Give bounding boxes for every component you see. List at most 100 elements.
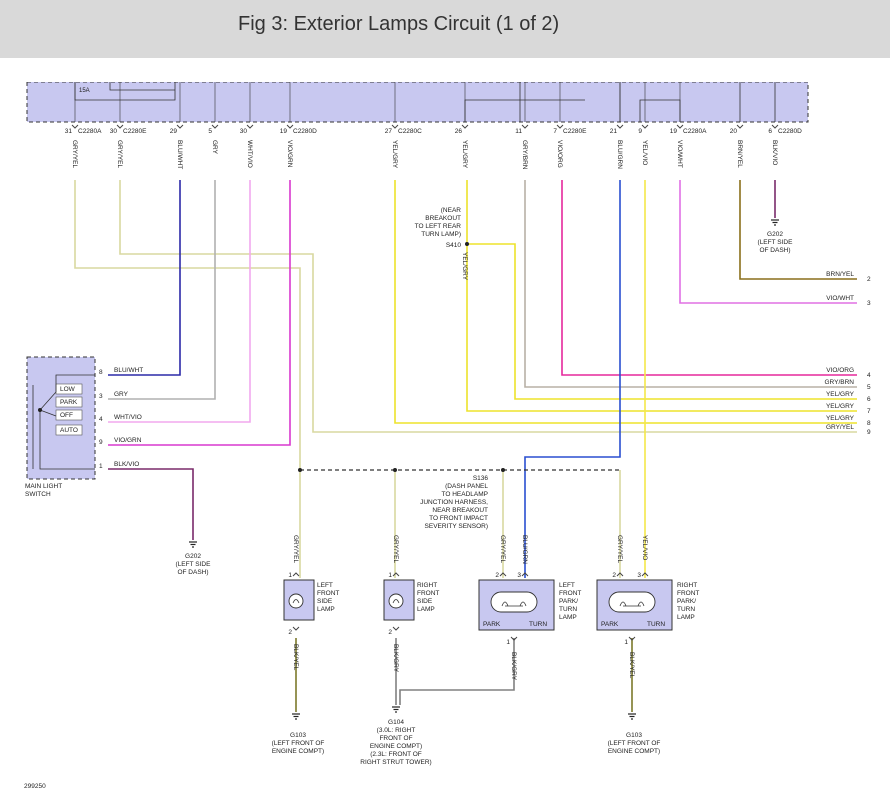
wire-color-label: YEL/GRY bbox=[461, 252, 468, 281]
ground-label: OF DASH) bbox=[759, 247, 790, 254]
pin-number: 2 bbox=[495, 572, 499, 579]
right-front-side-lamp-bulb-icon bbox=[388, 593, 404, 609]
wire-vio-grn bbox=[108, 180, 291, 446]
wire-color-label: WHT/VIO bbox=[246, 140, 253, 168]
reference-number: 5 bbox=[867, 384, 871, 391]
right-front-park-turn-lamp-filament-icon bbox=[619, 601, 645, 607]
wire-color-label: BLU/WHT bbox=[114, 367, 143, 374]
pin-number: 6 bbox=[768, 128, 772, 135]
ground-label: G103 bbox=[290, 732, 306, 739]
wire-color-label: GRY/YEL bbox=[826, 424, 854, 431]
left-front-side-lamp-filament-icon bbox=[292, 599, 300, 604]
wire-color-label: VIO/WHT bbox=[676, 140, 683, 168]
switch-position-box bbox=[55, 396, 83, 408]
wire-color-label: YEL/VIO bbox=[641, 535, 648, 560]
connector-chevron-icon bbox=[286, 124, 294, 129]
header-gap bbox=[0, 58, 890, 82]
reference-number: 7 bbox=[867, 408, 871, 415]
pin-number: 19 bbox=[670, 128, 678, 135]
pin-number: 19 bbox=[280, 128, 288, 135]
wire-blk-gry bbox=[399, 638, 515, 705]
splice-note: TO HEADLAMP bbox=[442, 491, 488, 498]
wire-color-label: GRY/BRN bbox=[825, 379, 855, 386]
connector-chevron-icon bbox=[391, 124, 399, 129]
pin-number: 7 bbox=[553, 128, 557, 135]
figure-number: 299250 bbox=[24, 783, 46, 790]
wire-color-label: VIO/GRN bbox=[286, 140, 293, 168]
fuse-rating: 15A bbox=[79, 88, 90, 94]
pin-number: 30 bbox=[240, 128, 248, 135]
connector-chevron-icon bbox=[641, 124, 649, 129]
ground-label: ENGINE COMPT) bbox=[272, 748, 324, 755]
right-front-side-lamp-label: RIGHT bbox=[417, 582, 437, 589]
wire-color-label: GRY/YEL bbox=[616, 535, 623, 563]
reference-number: 9 bbox=[867, 429, 871, 436]
wire-color-label: YEL/GRY bbox=[461, 140, 468, 169]
connector-chevron-icon bbox=[641, 572, 649, 577]
switch-position-label: OFF bbox=[60, 412, 73, 419]
connector-id: C2280E bbox=[563, 128, 587, 135]
reference-number: 6 bbox=[867, 396, 871, 403]
ground-label: FRONT OF bbox=[379, 735, 412, 742]
pin-number: 9 bbox=[638, 128, 642, 135]
pin-number: 2 bbox=[388, 629, 392, 636]
wire-blk-vio bbox=[108, 468, 194, 540]
left-front-park-turn-lamp-label: LEFT bbox=[559, 582, 575, 589]
switch-position-box bbox=[55, 424, 83, 436]
connector-id: C2280C bbox=[398, 128, 422, 135]
ground-label: G202 bbox=[185, 553, 201, 560]
components-layer bbox=[0, 58, 890, 631]
splice-note: TO LEFT REAR bbox=[415, 223, 462, 230]
wire-yel-gry bbox=[467, 243, 857, 400]
wire-wht-vio bbox=[108, 180, 251, 423]
ground-label: OF DASH) bbox=[177, 569, 208, 576]
wire-color-label: YEL/GRY bbox=[826, 391, 855, 398]
connector-chevron-icon bbox=[771, 124, 779, 129]
wire-color-label: BLU/GRN bbox=[616, 140, 623, 169]
wire-color-label: YEL/VIO bbox=[641, 140, 648, 165]
left-front-side-lamp-label: LAMP bbox=[317, 606, 335, 613]
connector-chevron-icon bbox=[392, 626, 400, 631]
pin-number: 31 bbox=[65, 128, 73, 135]
connector-id: C2280E bbox=[123, 128, 147, 135]
figure-title: Fig 3: Exterior Lamps Circuit (1 of 2) bbox=[238, 13, 560, 35]
right-front-side-lamp-filament-icon bbox=[392, 599, 400, 604]
wire-color-label: VIO/WHT bbox=[826, 295, 854, 302]
switch-position-box bbox=[55, 409, 83, 421]
splice-note: (NEAR bbox=[441, 207, 462, 214]
connector-chevron-icon bbox=[211, 124, 219, 129]
right-front-park-turn-lamp-label: PARK/ bbox=[677, 598, 696, 605]
wire-vio-wht bbox=[679, 180, 857, 304]
left-front-park-turn-lamp-turn-label: TURN bbox=[529, 621, 547, 628]
ground-label: (LEFT SIDE bbox=[176, 561, 212, 568]
wire-color-label: BRN/YEL bbox=[736, 140, 743, 168]
ground-label: (LEFT FRONT OF bbox=[608, 740, 661, 747]
ground-label: G103 bbox=[626, 732, 642, 739]
connector-chevron-icon bbox=[521, 124, 529, 129]
wire-color-label: GRY/YEL bbox=[392, 535, 399, 563]
splice-dot bbox=[501, 468, 505, 472]
fuse-trace bbox=[109, 82, 175, 91]
pin-number: 11 bbox=[515, 128, 522, 135]
splice-note: SEVERITY SENSOR) bbox=[425, 523, 488, 530]
connector-chevron-icon bbox=[292, 572, 300, 577]
left-front-park-turn-lamp-label: LAMP bbox=[559, 614, 577, 621]
wire-color-label: BLK/YEL bbox=[628, 652, 635, 679]
ground-label: ENGINE COMPT) bbox=[370, 743, 422, 750]
splice-id: S410 bbox=[446, 242, 462, 249]
splice-note: JUNCTION HARNESS, bbox=[420, 499, 488, 506]
central-module-outline bbox=[26, 82, 809, 123]
right-front-park-turn-lamp-bulb-icon bbox=[608, 591, 656, 613]
wire-color-label: GRY bbox=[114, 391, 129, 398]
wire-gry-yel bbox=[119, 180, 857, 433]
wire-gry-yel bbox=[74, 180, 301, 470]
ground-label: (LEFT SIDE bbox=[758, 239, 794, 246]
wire-color-label: WHT/VIO bbox=[114, 414, 142, 421]
left-front-side-lamp-bulb-icon bbox=[288, 593, 304, 609]
pin-number: 9 bbox=[99, 439, 103, 446]
pin-number: 30 bbox=[110, 128, 118, 135]
connector-chevron-icon bbox=[461, 124, 469, 129]
connector-chevron-icon bbox=[292, 626, 300, 631]
switch-trace bbox=[39, 374, 95, 470]
